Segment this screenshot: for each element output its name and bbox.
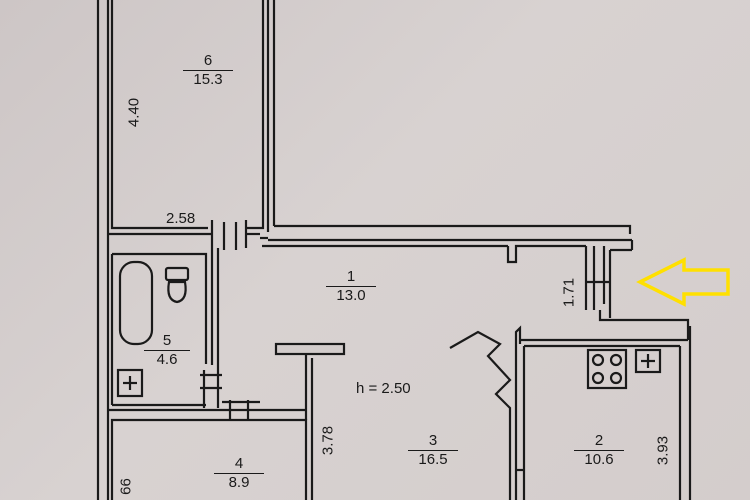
room-6-area: 15.3: [193, 71, 223, 88]
room-2-label: 2 10.6: [574, 432, 624, 468]
dimension-room6-height: 4.40: [125, 97, 143, 128]
room-3-number: 3: [408, 432, 458, 451]
arrow-left-icon: [636, 257, 730, 307]
room-3-area: 16.5: [418, 451, 448, 468]
room-3-label: 3 16.5: [408, 432, 458, 468]
dimension-room6-width: 2.58: [166, 210, 196, 227]
room-4-area: 8.9: [228, 474, 250, 491]
room-5-number: 5: [144, 332, 190, 351]
room-5-area: 4.6: [156, 351, 178, 368]
room-6-number: 6: [183, 52, 233, 71]
dimension-room3-height: 3.78: [319, 425, 337, 456]
dimension-room2-height: 3.93: [654, 435, 672, 466]
room-5-label: 5 4.6: [144, 332, 190, 368]
room-1-number: 1: [326, 268, 376, 287]
room-1-label: 1 13.0: [326, 268, 376, 304]
room-1-area: 13.0: [336, 287, 366, 304]
room-4-label: 4 8.9: [214, 455, 264, 491]
room-2-number: 2: [574, 432, 624, 451]
dimension-room4-height: 66: [117, 478, 135, 495]
room-2-area: 10.6: [584, 451, 614, 468]
room-6-label: 6 15.3: [183, 52, 233, 88]
dimension-hall-depth: 1.71: [560, 277, 578, 308]
ceiling-height-note: h = 2.50: [356, 380, 411, 397]
room-4-number: 4: [214, 455, 264, 474]
